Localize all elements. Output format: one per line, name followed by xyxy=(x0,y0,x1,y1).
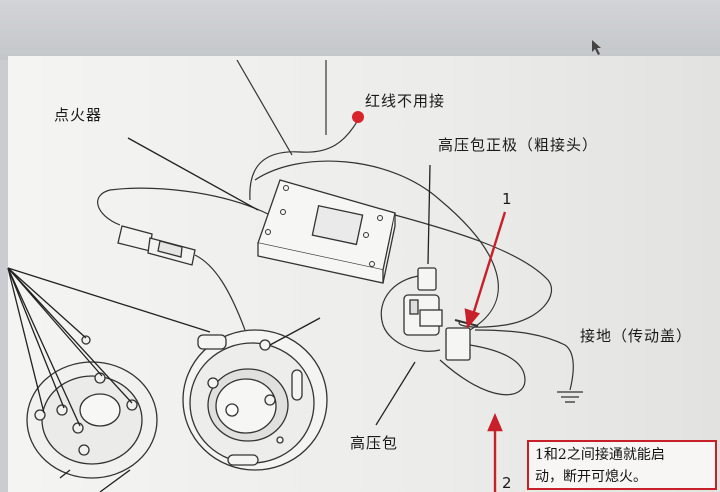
hv-coil-positive-label: 高压包正极（粗接头） xyxy=(438,136,599,154)
note-line-2: 动，断开可熄火。 xyxy=(535,469,647,485)
igniter-box xyxy=(257,179,396,284)
screen-top-bar xyxy=(0,0,720,60)
plug-connector xyxy=(117,225,196,266)
igniter-label: 点火器 xyxy=(54,106,103,124)
rotor xyxy=(182,329,328,471)
ground-icon xyxy=(557,391,583,403)
note-line-1: 1和2之间接通就能启 xyxy=(535,447,665,463)
red-wire-end-icon xyxy=(352,111,364,123)
wires xyxy=(97,59,574,396)
pointer-lines xyxy=(7,137,431,492)
stator-plate xyxy=(26,335,158,479)
ground-label: 接地（传动盖） xyxy=(580,327,693,345)
cursor-icon xyxy=(592,40,601,55)
red-arrows xyxy=(464,211,507,492)
marker-2: 2 xyxy=(502,474,512,492)
note-box: 1和2之间接通就能启 动，断开可熄火。 xyxy=(527,440,717,490)
igniter-pins xyxy=(265,185,383,267)
hv-coil-label: 高压包 xyxy=(350,434,399,452)
hv-coil xyxy=(403,267,479,361)
marker-1: 1 xyxy=(502,190,512,208)
red-wire-label: 红线不用接 xyxy=(365,92,446,110)
